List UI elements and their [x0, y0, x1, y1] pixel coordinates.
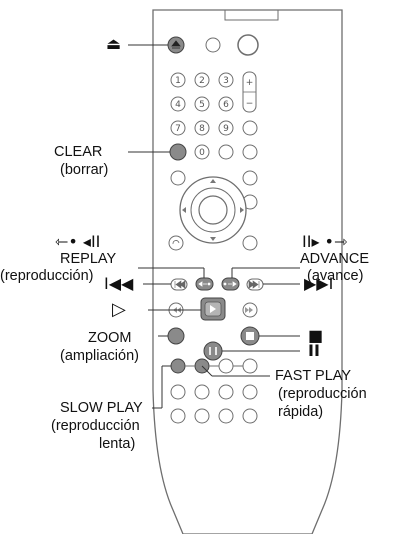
next-icon — [248, 280, 260, 289]
number-key-1[interactable] — [170, 72, 186, 88]
zoom-translation: (ampliación) — [60, 348, 139, 364]
clear-button[interactable] — [169, 143, 187, 161]
pause-label: II — [308, 341, 320, 360]
zoom-button[interactable] — [167, 327, 185, 345]
directional-pad-inner-ring — [190, 187, 236, 233]
slow-play-translation-line-2: lenta) — [99, 436, 136, 452]
number-key-label: 3 — [223, 76, 229, 86]
number-key-label: 0 — [199, 148, 205, 158]
number-key-label: 2 — [199, 76, 205, 86]
eject-label: ⏏ — [106, 34, 122, 53]
menu-button-top-right[interactable] — [242, 170, 258, 186]
number-key-label: 4 — [175, 100, 181, 110]
remote-top-slot — [224, 10, 279, 21]
eject-icon — [171, 40, 181, 49]
bottom-button[interactable] — [194, 384, 210, 400]
stop-label: ■ — [308, 326, 324, 345]
step-forward-button[interactable] — [242, 358, 258, 374]
bottom-button[interactable] — [170, 408, 186, 424]
play-icon — [210, 305, 216, 313]
top-row-button-2[interactable] — [205, 37, 221, 53]
dpad-up-arrow-icon — [210, 179, 216, 183]
key-right-of-0[interactable] — [218, 144, 234, 160]
key-right-of-9[interactable] — [242, 120, 258, 136]
bottom-button[interactable] — [242, 384, 258, 400]
dpad-down-arrow-icon — [210, 237, 216, 241]
leader-fast-play — [201, 365, 213, 377]
slow-play-label: SLOW PLAY — [60, 400, 143, 416]
fast-play-translation-line-2: rápida) — [278, 404, 324, 420]
number-key-6[interactable] — [218, 96, 234, 112]
advance-translation: (avance) — [307, 268, 364, 284]
bottom-button[interactable] — [194, 408, 210, 424]
scan-forward-icon — [245, 307, 253, 313]
number-key-label: 1 — [175, 76, 181, 86]
slow-play-button[interactable] — [170, 358, 186, 374]
menu-button-bottom-right[interactable] — [242, 235, 258, 251]
advance-label: ADVANCE — [300, 251, 370, 267]
fast-play-translation-line-1: (reproducción — [278, 386, 367, 402]
advance-icon — [223, 281, 237, 287]
step-back-button[interactable] — [218, 358, 234, 374]
leader-lines — [128, 44, 300, 409]
number-key-8[interactable] — [194, 120, 210, 136]
zoom-label: ZOOM — [88, 330, 132, 346]
replay-symbol: ⇽• ◂II — [55, 232, 101, 251]
bottom-button[interactable] — [218, 408, 234, 424]
number-key-7[interactable] — [170, 120, 186, 136]
slow-play-translation-line-1: (reproducción — [51, 418, 140, 434]
remote-body — [152, 9, 343, 534]
previous-icon — [174, 280, 186, 289]
number-key-2[interactable] — [194, 72, 210, 88]
number-key-label: 6 — [223, 100, 229, 110]
bottom-button[interactable] — [242, 408, 258, 424]
dpad-left-arrow-icon — [182, 207, 186, 213]
number-key-label: 7 — [175, 124, 181, 134]
number-key-10[interactable] — [194, 144, 210, 160]
number-key-9[interactable] — [218, 120, 234, 136]
plus-key-label: + — [246, 78, 254, 88]
dpad-right-arrow-icon — [240, 207, 244, 213]
number-key-label: 8 — [199, 124, 205, 134]
number-key-label: 5 — [199, 100, 205, 110]
clear-translation: (borrar) — [60, 162, 109, 178]
minus-key-label: − — [246, 99, 254, 109]
number-key-3[interactable] — [218, 72, 234, 88]
pause-icon — [209, 347, 217, 355]
return-icon — [172, 240, 180, 245]
clear-label: CLEAR — [54, 144, 103, 160]
next-label: ▶▶I — [304, 274, 334, 293]
return-button[interactable] — [168, 235, 184, 251]
number-pad: 1 2 3 4 5 6 7 8 9 0 + − — [170, 71, 258, 160]
play-label: ▷ — [112, 299, 126, 320]
number-key-4[interactable] — [170, 96, 186, 112]
replay-label: REPLAY — [60, 251, 117, 267]
advance-symbol: II▸ •⇾ — [302, 232, 348, 251]
bottom-button[interactable] — [170, 384, 186, 400]
pause-button[interactable] — [203, 341, 223, 361]
bottom-button[interactable] — [218, 384, 234, 400]
number-key-5[interactable] — [194, 96, 210, 112]
fast-play-label: FAST PLAY — [275, 368, 352, 384]
key-right-right-of-0[interactable] — [242, 144, 258, 160]
power-button[interactable] — [237, 34, 259, 56]
replay-translation: (reproducción) — [0, 268, 94, 284]
menu-button-top-left[interactable] — [170, 170, 186, 186]
replay-icon — [198, 281, 211, 287]
previous-label: I◀◀ — [104, 274, 134, 293]
stop-icon — [246, 332, 254, 340]
number-key-label: 9 — [223, 124, 229, 134]
enter-button[interactable] — [198, 195, 228, 225]
